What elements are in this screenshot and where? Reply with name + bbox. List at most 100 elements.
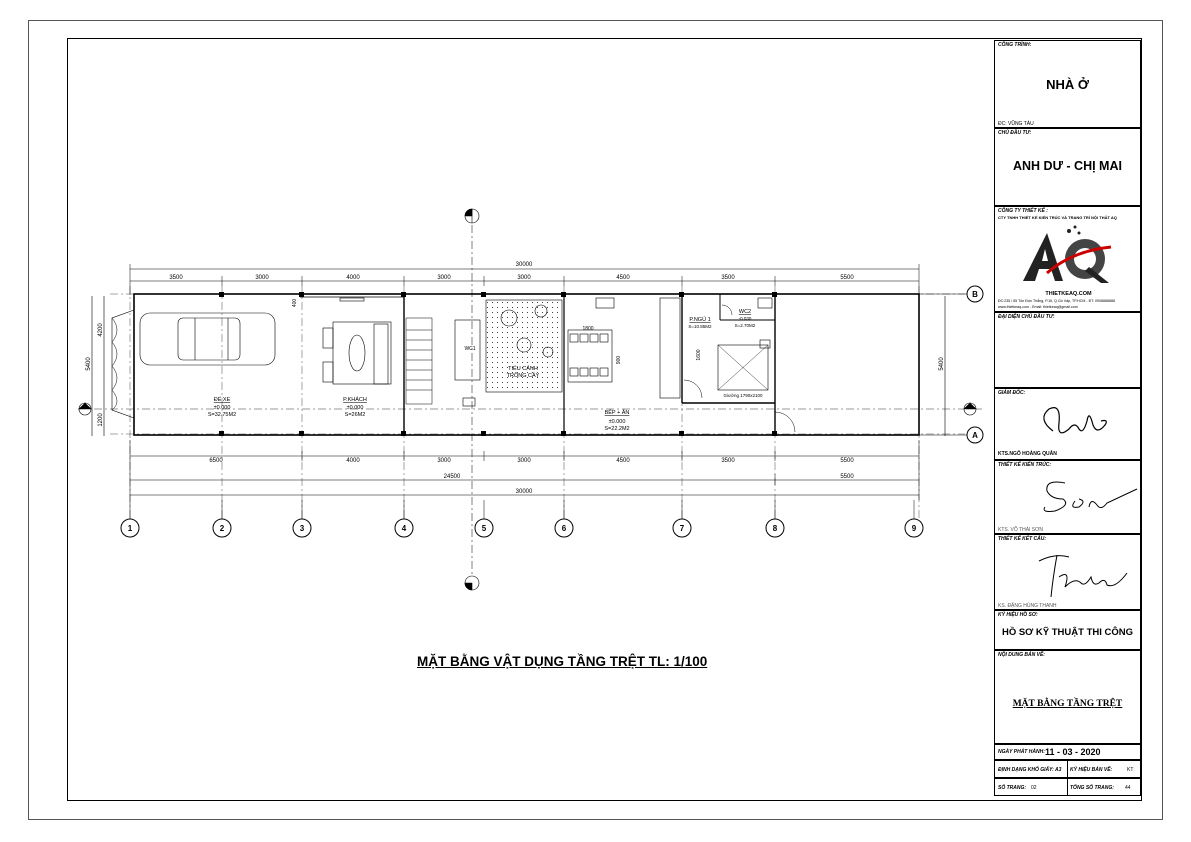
total-pages: 44 — [1125, 785, 1131, 791]
pages-cell: SỐ TRANG: 02 TỔNG SỐ TRANG: 44 — [994, 778, 1141, 796]
axis-bubble-9: 9 — [904, 518, 924, 538]
drawing-frame — [67, 38, 1142, 801]
dim-right: 5400 — [939, 357, 945, 371]
file-code: HỒ SƠ KỸ THUẬT THI CÔNG — [1001, 627, 1134, 638]
axis-bubble-8: 8 — [765, 518, 785, 538]
section-marker-left — [78, 402, 92, 416]
axis-bubble-3: 3 — [292, 518, 312, 538]
company-address: ĐC:235 / 55 Tôn Đức Thắng, P.16, Q.Gò Vấ… — [998, 299, 1115, 303]
svg-text:1: 1 — [128, 524, 133, 533]
company-web: www.thietkeaq.com - Email: thietkeaq@gma… — [998, 305, 1078, 309]
staircase — [405, 317, 433, 405]
wc1-room — [454, 319, 481, 381]
project-cell: CÔNG TRÌNH: NHÀ Ở ĐC: VŨNG TÀU — [994, 40, 1141, 128]
room-level: ±0.000 — [214, 405, 231, 411]
sofa-set — [322, 297, 392, 385]
svg-text:8: 8 — [773, 524, 778, 533]
courtyard — [485, 299, 563, 393]
dim-bottom-sub: 5500 — [840, 474, 854, 480]
dim-bottom: 3000 — [517, 458, 531, 464]
axis-bubble-5: 5 — [474, 518, 494, 538]
company-name: CTY TNHH THIẾT KẾ KIẾN TRÚC VÀ TRANG TRÍ… — [998, 215, 1117, 220]
bed — [717, 339, 771, 391]
date-value: 11 - 03 - 2020 — [1045, 747, 1101, 757]
dim-top: 4000 — [346, 275, 360, 281]
room-area: S=32.75M2 — [208, 412, 236, 418]
dim-top: 3000 — [437, 275, 451, 281]
room-name: BẾP + ĂN — [605, 409, 630, 416]
room-level: -0.030 — [739, 316, 752, 321]
project-label: CÔNG TRÌNH: — [998, 42, 1032, 48]
axis-bubble-6: 6 — [554, 518, 574, 538]
file-code-cell: KÝ HIỆU HỒ SƠ: HỒ SƠ KỸ THUẬT THI CÔNG — [994, 610, 1141, 650]
dim-top: 4500 — [616, 275, 630, 281]
drawing-title: MẶT BẰNG VẬT DỤNG TẦNG TRỆT TL: 1/100 — [417, 654, 708, 669]
dim-top: 3000 — [255, 275, 269, 281]
owner-rep-label: ĐẠI DIỆN CHỦ ĐẦU TƯ: — [998, 314, 1055, 320]
arch-designer-name: KTS. VÕ THÁI SƠN — [998, 527, 1044, 533]
struct-designer-signature — [1038, 554, 1128, 598]
company-label: CÔNG TY THIẾT KẾ : — [998, 208, 1048, 214]
title-block: CÔNG TRÌNH: NHÀ Ở ĐC: VŨNG TÀU CHỦ ĐẦU T… — [994, 40, 1141, 800]
divider — [1067, 761, 1068, 777]
section-marker-bottom — [464, 575, 480, 591]
svg-text:6: 6 — [562, 524, 567, 533]
floor-plan: 30000 3500 3000 4000 3000 3000 4500 3500… — [78, 208, 985, 591]
axis-bubble-2: 2 — [212, 518, 232, 538]
dim-bottom: 4500 — [616, 458, 630, 464]
dim-inner: 900 — [616, 356, 622, 365]
svg-text:3: 3 — [300, 524, 305, 533]
dim-bottom: 6500 — [209, 458, 223, 464]
owner-rep-cell: ĐẠI DIỆN CHỦ ĐẦU TƯ: — [994, 312, 1141, 388]
drawing-code-label: KÝ HIỆU BẢN VẼ: — [1070, 767, 1113, 773]
room-level: ±0.000 — [609, 419, 626, 425]
svg-text:A: A — [972, 431, 978, 440]
director-label: GIÁM ĐỐC: — [998, 390, 1026, 396]
svg-text:B: B — [972, 290, 978, 299]
car — [139, 312, 276, 366]
divider — [1067, 779, 1068, 795]
dim-top: 3000 — [517, 275, 531, 281]
director-name: KTS.NGÔ HOÀNG QUÂN — [998, 451, 1057, 457]
svg-text:9: 9 — [912, 524, 917, 533]
section-marker-top — [464, 208, 480, 224]
total-pages-label: TỔNG SỐ TRANG: — [1070, 785, 1114, 791]
owner-cell: CHỦ ĐẦU TƯ: ANH DƯ - CHỊ MAI — [994, 128, 1141, 206]
room-name: TIỂU CẢNH — [508, 365, 538, 372]
company-cell: CÔNG TY THIẾT KẾ : CTY TNHH THIẾT KẾ KIẾ… — [994, 206, 1141, 312]
room-name: ĐỂ XE — [214, 396, 231, 403]
date-cell: NGÀY PHÁT HÀNH: 11 - 03 - 2020 — [994, 744, 1141, 760]
room-name: WC1 — [464, 346, 475, 352]
struct-designer-label: THIẾT KẾ KẾT CẤU: — [998, 536, 1047, 542]
room-area: S=2.70M2 — [735, 323, 756, 328]
svg-text:4: 4 — [402, 524, 407, 533]
bed-label: Giường 1790x2100 — [724, 393, 763, 398]
arch-designer-signature — [1043, 481, 1138, 512]
owner-name: ANH DƯ - CHỊ MAI — [1013, 159, 1122, 173]
dim-inner: 1800 — [582, 326, 593, 332]
dim-top: 5500 — [840, 275, 854, 281]
owner-label: CHỦ ĐẦU TƯ: — [998, 130, 1032, 136]
company-logo — [1023, 225, 1112, 283]
room-area: S=22.2M2 — [604, 426, 629, 432]
struct-designer-name: KS. ĐẶNG HÙNG THANH — [998, 603, 1057, 609]
director-cell: GIÁM ĐỐC: KTS.NGÔ HOÀNG QUÂN — [994, 388, 1141, 460]
dim-bottom-total: 30000 — [516, 489, 533, 495]
svg-text:7: 7 — [680, 524, 685, 533]
drawing-code: KT — [1127, 767, 1134, 773]
room-name: TRỒNG CÂY — [507, 372, 540, 379]
dim-top-total: 30000 — [516, 262, 533, 268]
page-label: SỐ TRANG: — [998, 785, 1027, 791]
svg-text:5: 5 — [482, 524, 487, 533]
content-cell: NỘI DUNG BẢN VẼ: MẶT BẰNG TẦNG TRỆT — [994, 650, 1141, 744]
axis-bubble-1: 1 — [120, 518, 140, 538]
dim-left-small: 1200 — [98, 413, 104, 427]
file-code-label: KÝ HIỆU HỒ SƠ: — [998, 612, 1038, 618]
dim-wall: 400 — [292, 299, 298, 308]
dim-bottom: 5500 — [840, 458, 854, 464]
date-label: NGÀY PHÁT HÀNH: — [998, 749, 1045, 755]
dim-bottom: 3000 — [437, 458, 451, 464]
dim-top: 3500 — [169, 275, 183, 281]
dim-left: 4200 — [98, 323, 104, 337]
dim-bottom-sub: 24500 — [444, 474, 461, 480]
